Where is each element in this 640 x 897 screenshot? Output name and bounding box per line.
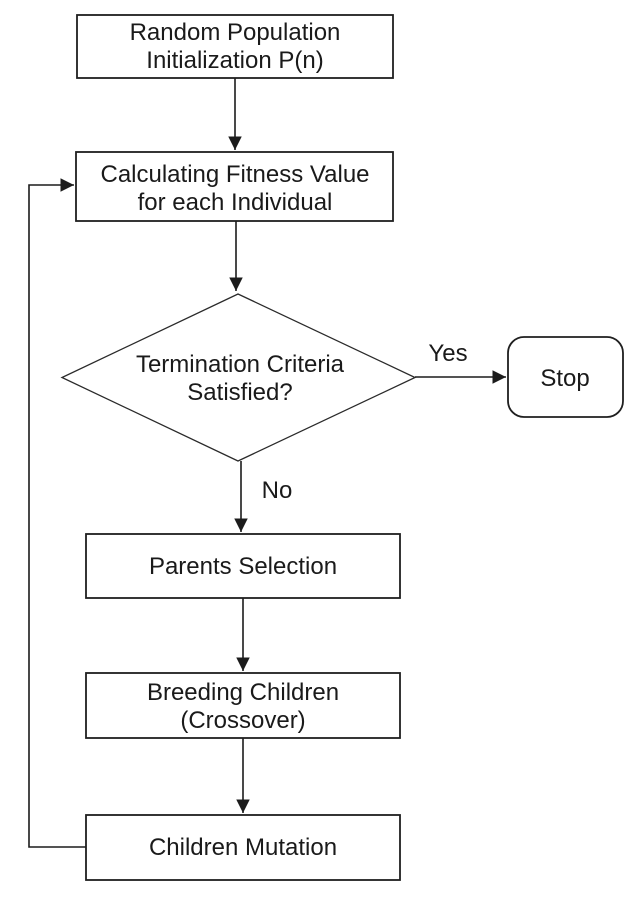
node-breeding-children [85,672,401,739]
node-breeding-children-label-line2: (Crossover) [180,707,305,734]
node-random-population-init [76,14,394,79]
node-random-population-init-label-line2: Initialization P(n) [146,47,323,74]
node-termination-criteria-label-line1: Termination Criteria [136,351,345,378]
node-stop [507,336,624,418]
edge-mutation-to-fitness-feedback [28,178,86,848]
node-children-mutation [85,814,401,881]
node-stop-label: Stop [540,365,589,392]
node-calculating-fitness-label-line1: Calculating Fitness Value [100,161,369,188]
node-parents-selection [85,533,401,599]
node-calculating-fitness [75,151,394,222]
node-random-population-init-label-line1: Random Population [130,19,341,46]
edge-label-yes: Yes [428,340,467,367]
node-termination-criteria-diamond [60,293,417,462]
node-calculating-fitness-label-line2: for each Individual [138,189,333,216]
edge-label-no: No [262,477,293,504]
node-parents-selection-label: Parents Selection [149,553,337,580]
node-termination-criteria-label-line2: Satisfied? [187,379,292,406]
node-children-mutation-label: Children Mutation [149,834,337,861]
node-breeding-children-label-line1: Breeding Children [147,679,339,706]
